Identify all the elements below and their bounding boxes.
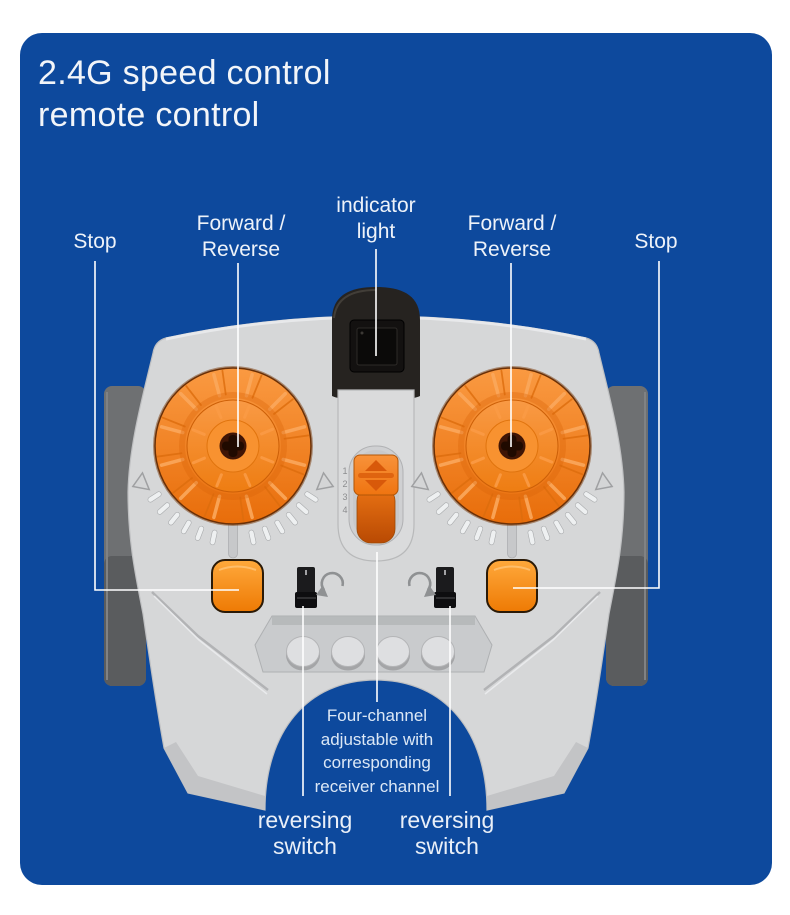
channel-number-labels: 1 2 3 4	[342, 466, 347, 515]
leader-line-stop-left	[94, 261, 239, 591]
svg-text:3: 3	[342, 492, 347, 502]
callout-forward-reverse-right: Forward / Reverse	[467, 212, 557, 261]
channel-buttons	[286, 636, 455, 671]
svg-text:2: 2	[342, 479, 347, 489]
leader-lines	[94, 249, 660, 796]
channel-button	[421, 636, 455, 671]
callout-stop-right: Stop	[634, 230, 678, 253]
svg-text:1: 1	[342, 466, 347, 476]
callout-forward-reverse-left: Forward / Reverse	[196, 212, 286, 261]
arrow-down-icon	[365, 480, 387, 491]
speed-dial-right	[432, 366, 592, 526]
reversing-switch-right	[434, 567, 456, 608]
callout-reversing-switch-right: reversing switch	[399, 807, 495, 859]
stop-button-left	[211, 559, 264, 613]
channel-button	[376, 636, 410, 671]
page-title: 2.4G speed control remote control	[38, 54, 331, 134]
arrow-up-icon	[365, 460, 387, 471]
channel-slider-knob	[353, 454, 399, 496]
leg-facet-left	[164, 742, 265, 810]
reversing-switch-left	[295, 567, 317, 608]
stop-button-right	[486, 559, 538, 613]
channel-button	[331, 636, 365, 671]
callout-reversing-switch-left: reversing switch	[257, 807, 353, 859]
callout-indicator-light: indicator light	[336, 194, 416, 243]
callout-stop-left: Stop	[73, 230, 117, 253]
channel-selector: 1 2 3 4	[337, 389, 415, 562]
speed-dial-left	[153, 366, 313, 526]
callout-four-channel-note: Four-channel adjustable with correspondi…	[314, 706, 440, 796]
leg-facet-right	[487, 742, 588, 810]
svg-text:4: 4	[342, 505, 347, 515]
leader-line-stop-right	[513, 261, 660, 589]
